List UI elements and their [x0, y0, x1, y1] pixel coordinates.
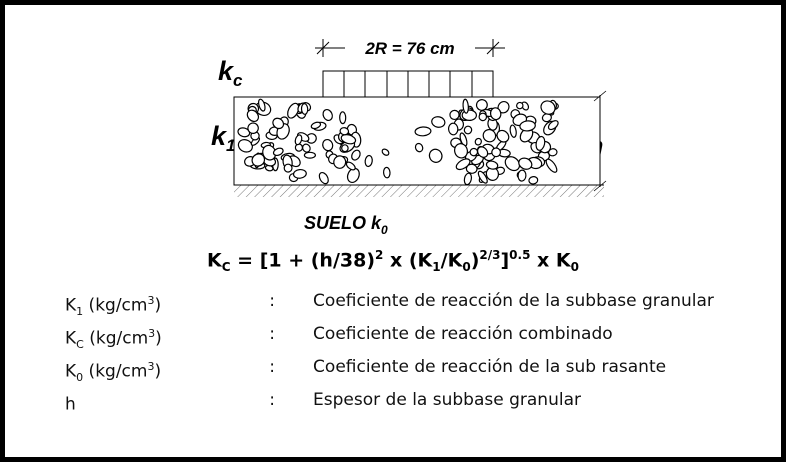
stone	[454, 143, 468, 159]
stone	[247, 122, 259, 134]
stone	[465, 163, 478, 174]
stone	[322, 138, 334, 152]
legend-symbol: h	[65, 394, 76, 415]
stone	[283, 163, 293, 173]
dimension-label: 2R = 76 cm	[364, 39, 454, 58]
stone	[340, 134, 357, 145]
label-kc: kc	[218, 56, 243, 90]
stone	[272, 147, 284, 157]
legend-table: K1 (kg/cm3) : Coeficiente de reacción de…	[65, 290, 781, 422]
stone	[339, 127, 350, 136]
stone	[333, 155, 347, 169]
stone	[496, 129, 510, 143]
aggregate-stones	[237, 98, 559, 186]
legend-description: Espesor de la subbase granular	[313, 390, 581, 411]
legend-description: Coeficiente de reacción de la subbase gr…	[313, 291, 714, 311]
stone	[547, 120, 559, 131]
stone	[381, 148, 390, 156]
stone	[287, 102, 300, 119]
stone	[237, 127, 251, 138]
stone	[257, 98, 266, 112]
stone	[414, 126, 432, 137]
legend-row: KC (kg/cm3) : Coeficiente de reacción co…	[65, 323, 781, 356]
stone	[478, 112, 488, 122]
stone	[449, 109, 460, 121]
stone	[414, 142, 424, 153]
stone	[528, 176, 539, 185]
stone	[474, 137, 482, 146]
stone	[364, 154, 373, 168]
soil-hatch	[234, 185, 604, 197]
legend-colon: :	[269, 390, 275, 411]
stone	[346, 167, 360, 184]
stone	[294, 134, 303, 146]
stone	[518, 157, 533, 170]
stone	[545, 158, 558, 173]
stone	[517, 169, 527, 182]
stone	[302, 143, 311, 153]
stone	[318, 171, 329, 185]
stone	[519, 120, 536, 132]
legend-description: Coeficiente de reacción de la sub rasant…	[313, 357, 667, 378]
stone	[463, 125, 473, 135]
stone	[272, 117, 285, 130]
kc-formula: KC = [1 + (h/38)2 x (K1/K0)2/3]0.5 x K0	[207, 248, 579, 275]
stone	[237, 139, 253, 153]
stone	[504, 156, 521, 172]
legend-symbol: K0 (kg/cm3)	[65, 360, 162, 385]
stone	[382, 166, 391, 179]
label-k1: k1	[211, 121, 236, 155]
stone	[476, 146, 489, 158]
stone	[303, 151, 316, 159]
stone	[300, 103, 309, 115]
stone	[431, 116, 446, 128]
legend-symbol: KC (kg/cm3)	[65, 327, 162, 352]
stone	[535, 135, 546, 151]
stone	[292, 168, 307, 179]
stone	[485, 160, 499, 170]
load-plate	[322, 70, 494, 98]
legend-colon: :	[269, 357, 275, 378]
stone	[351, 149, 361, 161]
stone	[251, 153, 266, 167]
stone	[477, 170, 488, 184]
stone	[489, 107, 502, 121]
legend-colon: :	[269, 324, 275, 345]
stone	[322, 108, 333, 122]
stone	[310, 121, 322, 130]
stone	[455, 158, 471, 171]
subbase-diagram: 2R = 76 cm kc k1 h	[211, 35, 607, 237]
legend-row: h : Espesor de la subbase granular	[65, 389, 781, 422]
legend-description: Coeficiente de reacción combinado	[313, 324, 613, 345]
stone	[509, 124, 517, 138]
stone	[341, 144, 349, 153]
legend-row: K0 (kg/cm3) : Coeficiente de reacción de…	[65, 356, 781, 389]
stone	[540, 100, 556, 115]
legend-colon: :	[269, 291, 275, 311]
stone	[482, 128, 497, 143]
legend-row: K1 (kg/cm3) : Coeficiente de reacción de…	[65, 290, 781, 323]
stone	[516, 101, 524, 110]
label-suelo: SUELO k0	[304, 213, 388, 237]
stone	[447, 122, 459, 136]
dimension-line	[315, 35, 505, 59]
stone	[246, 109, 260, 123]
stone	[339, 111, 347, 125]
stone	[491, 147, 502, 158]
stone	[462, 98, 469, 114]
stone	[428, 148, 443, 163]
stone	[548, 148, 558, 157]
stone	[345, 161, 356, 171]
legend-symbol: K1 (kg/cm3)	[65, 294, 162, 319]
